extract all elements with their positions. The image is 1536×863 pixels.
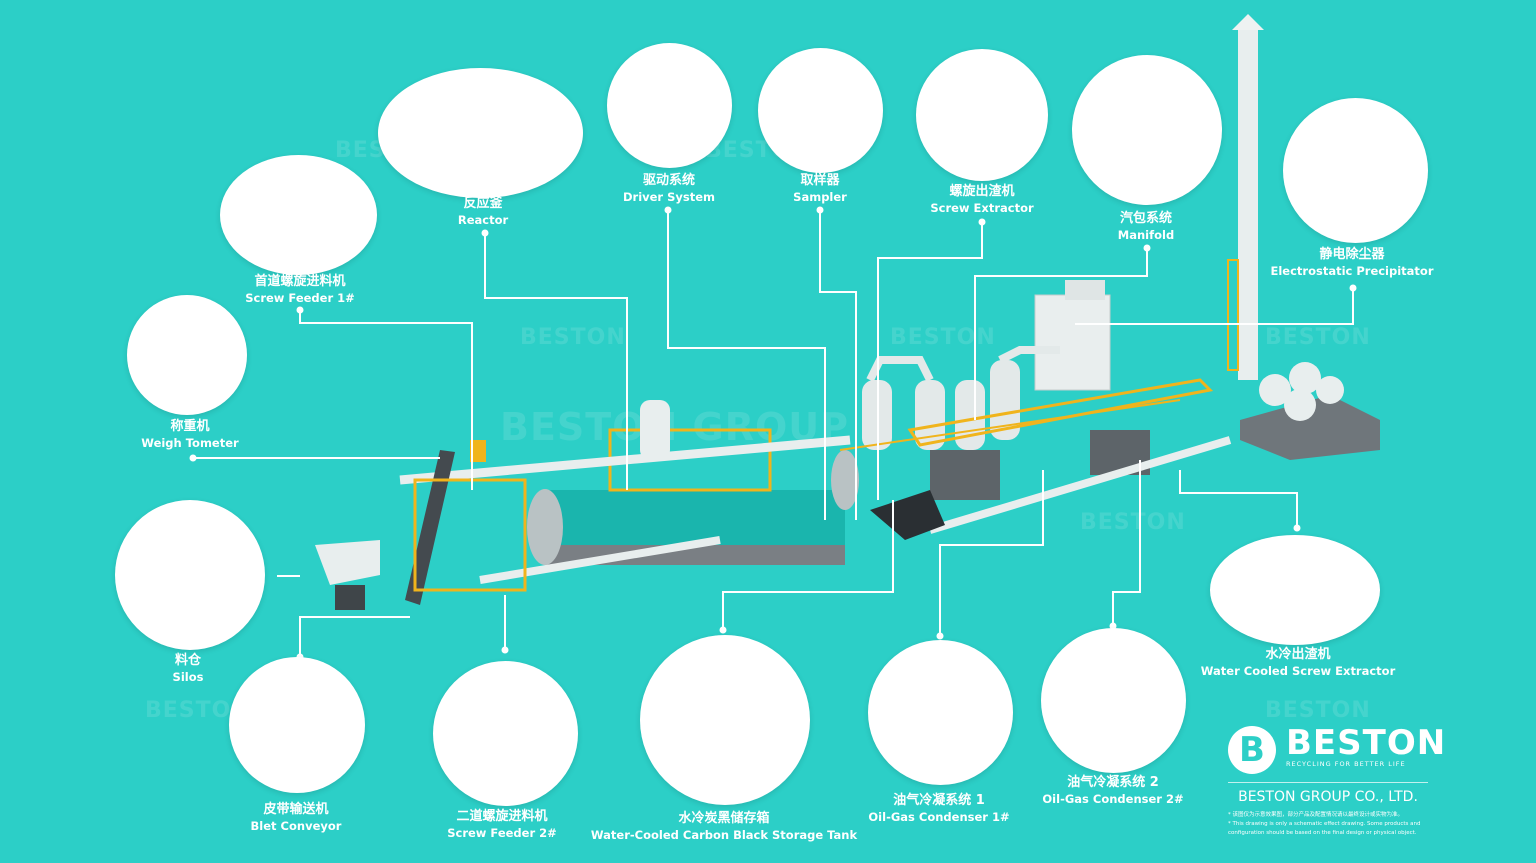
watermark: BESTON [1080, 510, 1186, 535]
leader-lines [193, 210, 1354, 657]
oil-gas-condenser-1-image [868, 640, 1013, 785]
divider [1228, 782, 1428, 783]
label-en: Blet Conveyor [250, 819, 342, 833]
label-cn: 称重机 [170, 419, 210, 434]
label-oil-gas-condenser-1: 油气冷凝系统 1 Oil-Gas Condenser 1# [868, 793, 1009, 825]
label-en: Sampler [793, 190, 847, 204]
label-cn: 螺旋出渣机 [949, 184, 1015, 199]
label-cn: 料仓 [174, 653, 202, 668]
label-en: Driver System [622, 190, 716, 204]
condensers [862, 346, 1214, 500]
chimney [1227, 14, 1264, 380]
label-cn: 静电除尘器 [1319, 247, 1385, 262]
label-en: Screw Feeder 1# [245, 291, 355, 305]
label-weigh-tometer: 称重机 Weigh Tometer [141, 419, 238, 451]
reactor-body [527, 400, 859, 565]
driver-system-image [607, 43, 732, 168]
label-cn: 首道螺旋进料机 [254, 274, 346, 289]
disclaimer-cn: * 该图仅为示意效果图，部分产品及配置情况请以最终设计或实物为准。 [1228, 812, 1404, 818]
belt-conveyor-feed [315, 440, 527, 610]
watermark: BESTON [1265, 325, 1371, 350]
label-silos: 料仓 Silos [173, 653, 204, 685]
label-en: Water Cooled Screw Extractor [1200, 664, 1396, 678]
label-en: Silos [172, 670, 204, 684]
label-screw-feeder-2: 二道螺旋进料机 Screw Feeder 2# [447, 809, 557, 841]
label-en: Electrostatic Precipitator [1270, 264, 1434, 278]
label-driver-system: 驱动系统 Driver System [623, 173, 715, 205]
watermark: BESTON [890, 325, 996, 350]
water-cooled-screw-extractor-image [1210, 535, 1380, 645]
carbon-black-tank-image [640, 635, 810, 805]
label-en: Water-Cooled Carbon Black Storage Tank [590, 828, 858, 842]
leader-dots [189, 206, 1357, 661]
water-tank [1240, 362, 1380, 460]
label-cn: 皮带输送机 [263, 802, 329, 817]
label-en: Screw Feeder 2# [447, 826, 557, 840]
label-cn: 水冷炭黑储存箱 [678, 811, 770, 826]
label-cn: 二道螺旋进料机 [456, 809, 548, 824]
screw-feeder-1-image [220, 155, 377, 275]
label-en: Oil-Gas Condenser 1# [868, 810, 1010, 824]
beston-logo-block: B BESTON RECYCLING FOR BETTER LIFE BESTO… [1228, 723, 1447, 838]
weigh-tometer-image [127, 295, 247, 415]
label-electrostatic-precipitator: 静电除尘器 Electrostatic Precipitator [1270, 247, 1433, 279]
conveyor-pipes [399, 399, 1232, 584]
label-en: Reactor [457, 213, 509, 227]
label-en: Weigh Tometer [141, 436, 239, 450]
label-oil-gas-condenser-2: 油气冷凝系统 2 Oil-Gas Condenser 2# [1042, 775, 1183, 807]
manifold-image [1072, 55, 1222, 205]
label-water-cooled-screw-extractor: 水冷出渣机 Water Cooled Screw Extractor [1201, 647, 1396, 679]
label-cn: 水冷出渣机 [1265, 647, 1331, 662]
beston-logo-mark-icon: B [1228, 726, 1276, 774]
label-belt-conveyor: 皮带输送机 Blet Conveyor [251, 802, 342, 834]
label-cn: 汽包系统 [1119, 211, 1173, 226]
label-screw-extractor: 螺旋出渣机 Screw Extractor [930, 184, 1033, 216]
label-cn: 取样器 [800, 173, 840, 188]
screw-feeder-2-image [433, 661, 578, 806]
label-manifold: 汽包系统 Manifold [1118, 211, 1174, 243]
disclaimer-en: * This drawing is only a schematic effec… [1228, 821, 1421, 836]
precipitator [1034, 280, 1111, 391]
carbon-black-pit [870, 490, 945, 540]
watermark: BESTON [520, 325, 626, 350]
screw-extractor-image [916, 49, 1048, 181]
label-cn: 油气冷凝系统 2 [1067, 775, 1159, 790]
label-en: Screw Extractor [930, 201, 1034, 215]
sampler-image [758, 48, 883, 173]
label-cn: 油气冷凝系统 1 [893, 793, 985, 808]
silos-image [115, 500, 265, 650]
reactor-image [378, 68, 583, 198]
label-screw-feeder-1: 首道螺旋进料机 Screw Feeder 1# [245, 274, 355, 306]
label-carbon-black-tank: 水冷炭黑储存箱 Water-Cooled Carbon Black Storage… [591, 811, 857, 843]
label-sampler: 取样器 Sampler [793, 173, 847, 205]
label-cn: 驱动系统 [642, 173, 696, 188]
belt-conveyor-image [229, 657, 365, 793]
label-cn: 反应釜 [463, 196, 503, 211]
company-name: BESTON GROUP CO., LTD. [1238, 789, 1418, 805]
electrostatic-precipitator-image [1283, 98, 1428, 243]
watermark: BESTON [1265, 698, 1371, 723]
logo-name: BESTON [1286, 723, 1447, 763]
logo-tagline: RECYCLING FOR BETTER LIFE [1286, 760, 1406, 768]
label-en: Manifold [1117, 228, 1175, 242]
label-en: Oil-Gas Condenser 2# [1042, 792, 1184, 806]
label-reactor: 反应釜 Reactor [458, 196, 508, 228]
oil-gas-condenser-2-image [1041, 628, 1186, 773]
